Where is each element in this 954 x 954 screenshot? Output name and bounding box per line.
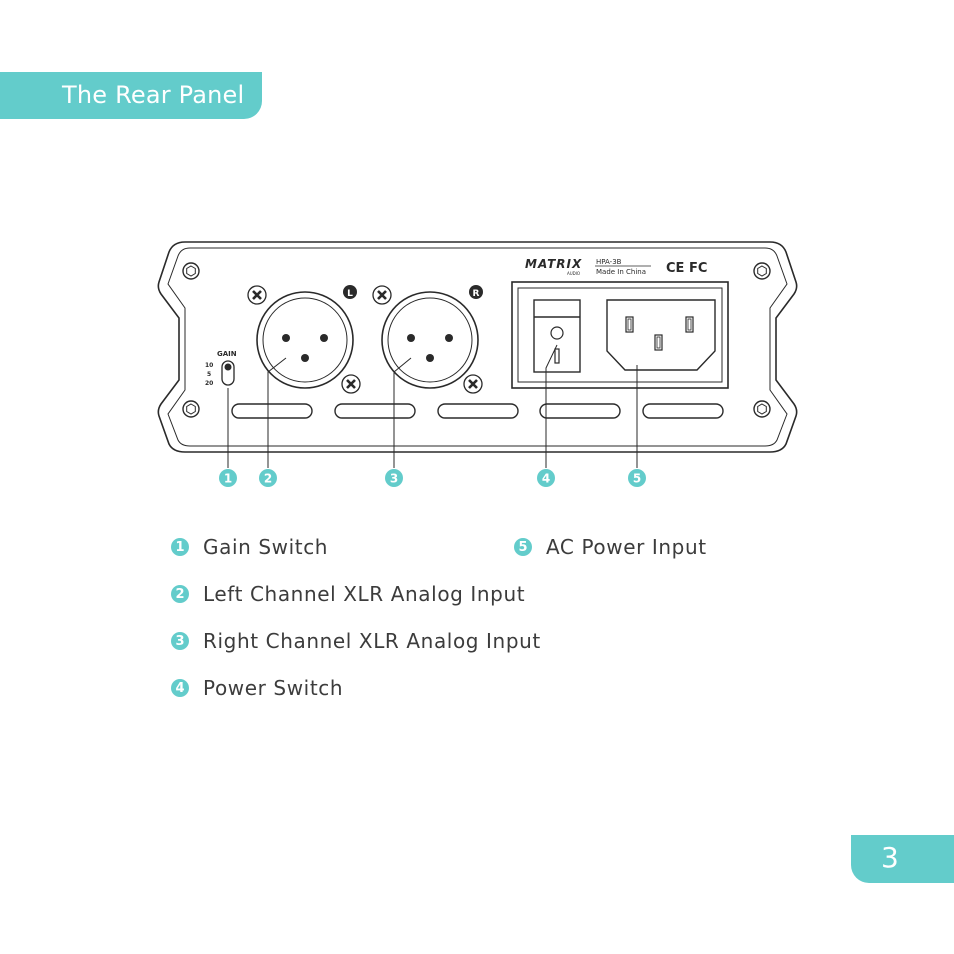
vent-slot bbox=[231, 403, 313, 419]
gain-level-5: 5 bbox=[207, 371, 211, 378]
legend-item-gain-switch: 1 Gain Switch bbox=[171, 532, 328, 562]
model-number: HPA-3B bbox=[596, 258, 622, 266]
page-number-tab: 3 bbox=[851, 835, 954, 883]
left-channel-marker bbox=[343, 285, 357, 299]
power-switch-icon[interactable] bbox=[533, 299, 581, 373]
callout-number-5: 5 bbox=[633, 472, 641, 486]
vent-slot bbox=[334, 403, 416, 419]
ac-power-inlet-icon[interactable] bbox=[606, 299, 716, 371]
legend-item-power-switch: 4 Power Switch bbox=[171, 673, 343, 703]
callout-number-4: 4 bbox=[542, 472, 550, 486]
brand-sub: AUDIO bbox=[567, 271, 580, 276]
phillips-screw-icon bbox=[372, 285, 392, 305]
legend-item-left-xlr: 2 Left Channel XLR Analog Input bbox=[171, 579, 525, 609]
callout-badge-5: 5 bbox=[628, 469, 646, 487]
legend-item-ac-power-input: 5 AC Power Input bbox=[514, 532, 707, 562]
right-channel-marker bbox=[469, 285, 483, 299]
right-xlr-connector-icon[interactable] bbox=[381, 291, 479, 389]
corner-screw bbox=[182, 262, 200, 280]
legend-number: 2 bbox=[171, 585, 189, 603]
vent-slot bbox=[437, 403, 519, 419]
section-title-tab: The Rear Panel bbox=[0, 72, 262, 119]
legend-item-right-xlr: 3 Right Channel XLR Analog Input bbox=[171, 626, 541, 656]
callout-badge-3: 3 bbox=[385, 469, 403, 487]
left-xlr-connector-icon[interactable] bbox=[256, 291, 354, 389]
corner-screw bbox=[753, 400, 771, 418]
legend-number: 3 bbox=[171, 632, 189, 650]
callout-badge-1: 1 bbox=[219, 469, 237, 487]
phillips-screw-icon bbox=[463, 374, 483, 394]
power-module-frame bbox=[511, 281, 729, 389]
corner-screw bbox=[753, 262, 771, 280]
section-title: The Rear Panel bbox=[62, 81, 245, 109]
gain-switch-icon[interactable] bbox=[221, 360, 235, 386]
vent-slot bbox=[539, 403, 621, 419]
chassis-outline bbox=[157, 241, 798, 453]
page-number: 3 bbox=[881, 841, 899, 874]
callout-number-3: 3 bbox=[390, 472, 398, 486]
leader-line-3 bbox=[393, 357, 412, 468]
right-channel-letter: R bbox=[473, 289, 480, 299]
legend-label: Right Channel XLR Analog Input bbox=[203, 629, 541, 653]
callout-number-1: 1 bbox=[224, 472, 232, 486]
gain-level-20: 20 bbox=[205, 380, 213, 387]
callout-badge-2: 2 bbox=[259, 469, 277, 487]
legend-number: 4 bbox=[171, 679, 189, 697]
gain-label: GAIN bbox=[217, 350, 237, 358]
legend-label: Gain Switch bbox=[203, 535, 329, 559]
callout-number-2: 2 bbox=[264, 472, 272, 486]
brand-logo: MATRIX bbox=[525, 257, 582, 271]
callout-badge-4: 4 bbox=[537, 469, 555, 487]
left-channel-letter: L bbox=[347, 289, 353, 299]
leader-line-2 bbox=[267, 357, 287, 468]
legend-number: 1 bbox=[171, 538, 189, 556]
gain-level-10: 10 bbox=[205, 362, 213, 369]
phillips-screw-icon bbox=[247, 285, 267, 305]
origin-label: Made In China bbox=[596, 268, 646, 276]
vent-slot bbox=[642, 403, 724, 419]
legend-label: Left Channel XLR Analog Input bbox=[203, 582, 526, 606]
power-module-inner bbox=[517, 287, 723, 383]
leader-line-4 bbox=[545, 344, 558, 468]
legend-number: 5 bbox=[514, 538, 532, 556]
corner-screw bbox=[182, 400, 200, 418]
phillips-screw-icon bbox=[341, 374, 361, 394]
legend-label: AC Power Input bbox=[546, 535, 707, 559]
certification-marks: CE FC bbox=[666, 261, 707, 276]
legend-label: Power Switch bbox=[203, 676, 344, 700]
chassis-inner-outline bbox=[167, 247, 788, 447]
